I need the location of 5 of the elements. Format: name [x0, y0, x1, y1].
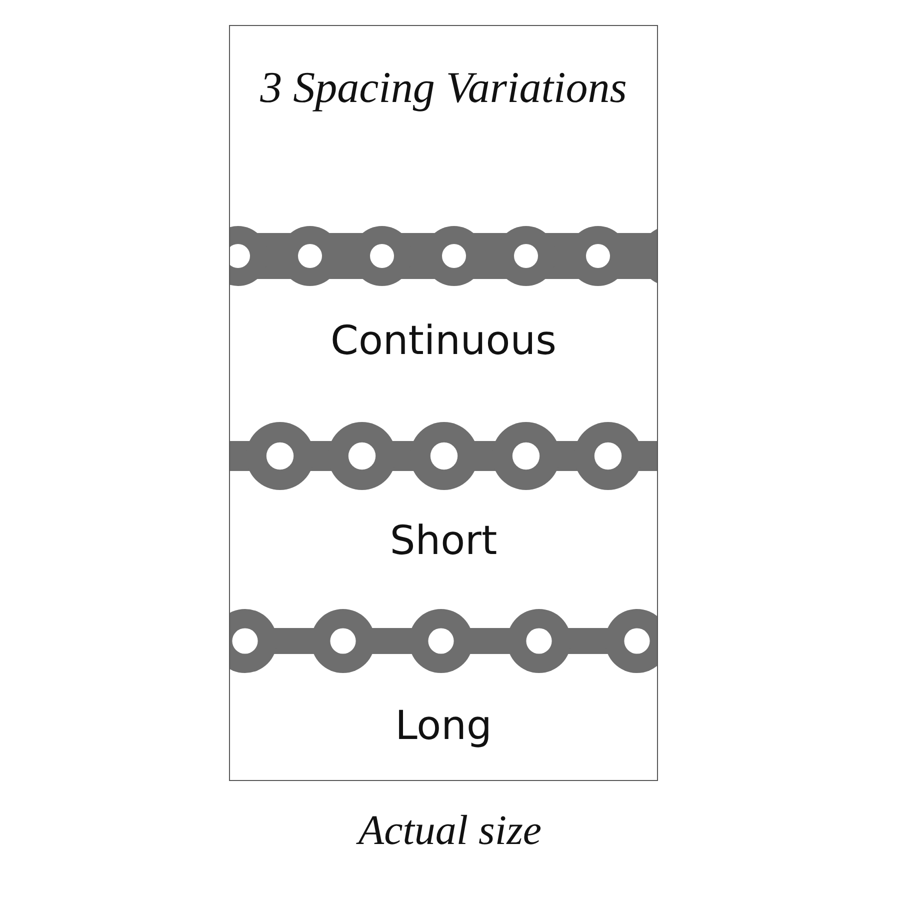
variation-label: Short [388, 517, 498, 566]
caption: Actual size [355, 807, 543, 856]
variation-label: Long [394, 702, 493, 751]
variation-label: Continuous [330, 317, 558, 366]
title: 3 Spacing Variations [259, 62, 628, 114]
